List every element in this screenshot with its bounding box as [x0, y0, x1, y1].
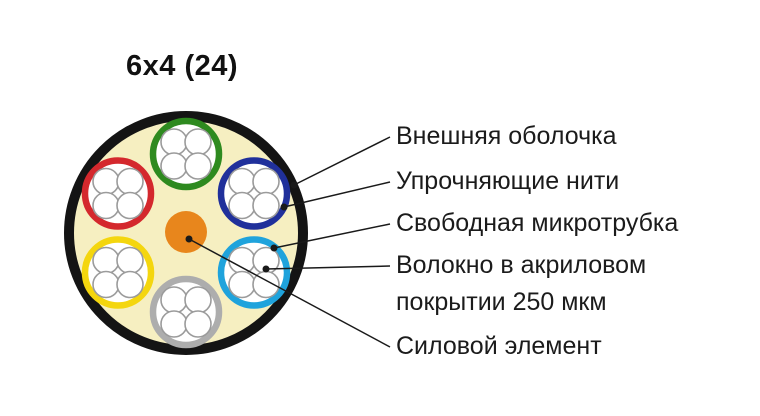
- tube-ring-green: [149, 117, 223, 191]
- leader-line-outer-sheath: [293, 136, 391, 186]
- tube-green: [149, 117, 223, 191]
- optical-fiber: [92, 270, 120, 299]
- leader-dot-strength-yarns: [280, 203, 288, 211]
- optical-fiber: [116, 191, 144, 220]
- leader-line-strength-yarns: [283, 181, 391, 208]
- optical-fiber: [184, 286, 212, 314]
- tube-yellow: [81, 236, 155, 309]
- optical-fiber: [92, 167, 120, 196]
- leader-dot-outer-sheath: [290, 181, 298, 189]
- leader-dot-loose-microtube: [270, 244, 278, 252]
- optical-fiber: [184, 152, 212, 180]
- optical-fiber: [160, 310, 188, 338]
- leader-line-strength-element: [188, 238, 391, 348]
- optical-fiber: [184, 310, 212, 338]
- figure-title: 6x4 (24): [126, 50, 239, 82]
- optical-fiber: [228, 191, 256, 220]
- tube-red: [81, 157, 155, 230]
- tube-gray: [149, 275, 223, 349]
- tubes-layer: [81, 117, 291, 349]
- tube-ring-gray: [149, 275, 223, 349]
- optical-fiber: [160, 152, 188, 180]
- leader-dot-fiber-acrylic: [262, 265, 270, 273]
- leader-dot-strength-element: [185, 235, 193, 243]
- optical-fiber: [92, 246, 120, 275]
- optical-fiber: [184, 128, 212, 156]
- leader-line-fiber-acrylic: [265, 265, 391, 270]
- optical-fiber: [252, 191, 280, 220]
- optical-fiber: [116, 270, 144, 299]
- optical-fiber: [228, 167, 256, 196]
- optical-fiber: [160, 128, 188, 156]
- tube-ring-red: [81, 157, 155, 230]
- optical-fiber: [92, 191, 120, 220]
- optical-fiber: [252, 167, 280, 196]
- tube-blue: [217, 157, 291, 230]
- optical-fiber: [160, 286, 188, 314]
- tube-ring-blue: [217, 157, 291, 230]
- central-strength-member: [165, 211, 207, 253]
- optical-fiber: [116, 246, 144, 275]
- optical-fiber: [228, 270, 256, 299]
- optical-fiber: [116, 167, 144, 196]
- tube-ring-yellow: [81, 236, 155, 309]
- optical-fiber: [228, 246, 256, 275]
- leader-line-loose-microtube: [273, 223, 391, 249]
